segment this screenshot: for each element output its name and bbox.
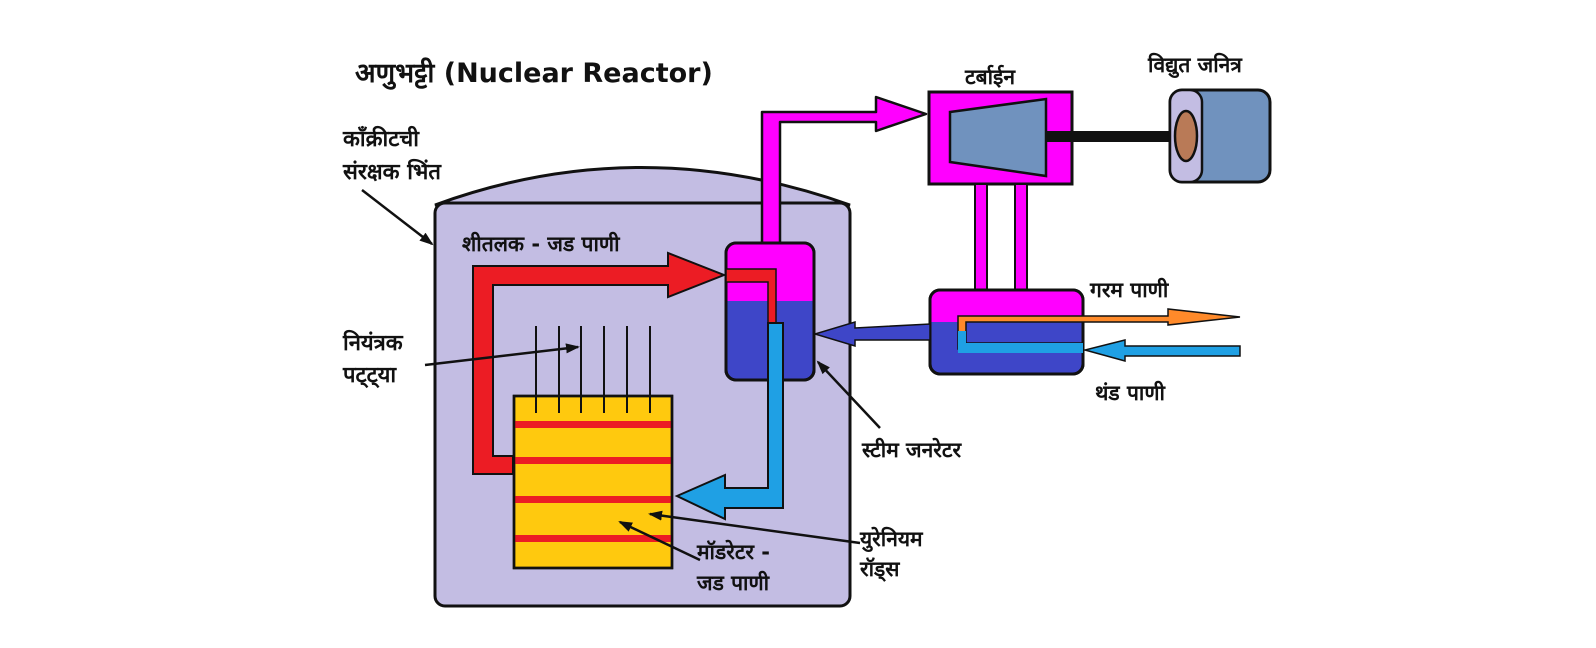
uranium-rods-label-line1: युरेनियम [859, 526, 924, 553]
cold-water-label: थंड पाणी [1095, 380, 1167, 405]
moderator-label-line2: जड पाणी [696, 570, 771, 595]
uranium-rod [514, 457, 672, 464]
electric-generator [1168, 88, 1272, 184]
uranium-rod [514, 496, 672, 503]
moderator-pointer [618, 520, 701, 562]
control-rods [535, 326, 651, 413]
coolant-cold-loop [674, 322, 784, 521]
control-rods-label-line2: पट्ट्या [342, 363, 397, 389]
wall-label-line2: संरक्षक भिंत [342, 158, 442, 185]
uranium-rod [514, 535, 672, 542]
wall-pointer [361, 189, 434, 246]
wall-label-line1: काँक्रीटची [342, 125, 420, 152]
steam-generator-pointer [816, 360, 881, 429]
steam-generator-label: स्टीम जनरेटर [861, 437, 962, 462]
moderator-label-line1: मॉडरेटर - [696, 539, 770, 564]
control-rod-pointer [424, 343, 580, 367]
turbine-shaft [1046, 131, 1178, 142]
turbine-label: टर्बाईन [964, 64, 1016, 89]
reactor-core [512, 394, 674, 570]
coolant-label: शीतलक - जड पाणी [462, 231, 621, 256]
turbine [927, 90, 1074, 186]
uranium-rod [514, 421, 672, 428]
control-rods-label-line1: नियंत्रक [342, 329, 404, 356]
steam-pipe [760, 95, 928, 245]
diagram-title: अणुभट्टी (Nuclear Reactor) [355, 57, 713, 90]
feedwater-arrow [812, 320, 931, 348]
condenser-pipes [974, 183, 1028, 291]
hot-water-label: गरम पाणी [1089, 277, 1170, 302]
uranium-rods-pointer [648, 510, 861, 545]
turbine-rotor-icon [948, 97, 1048, 178]
uranium-rods-label-line2: रॉड्स [859, 557, 900, 582]
generator-label: विद्युत जनित्र [1147, 52, 1243, 79]
cold-water-inlet [958, 331, 1241, 362]
condenser [928, 288, 1085, 376]
pointer-arrows [361, 189, 881, 562]
